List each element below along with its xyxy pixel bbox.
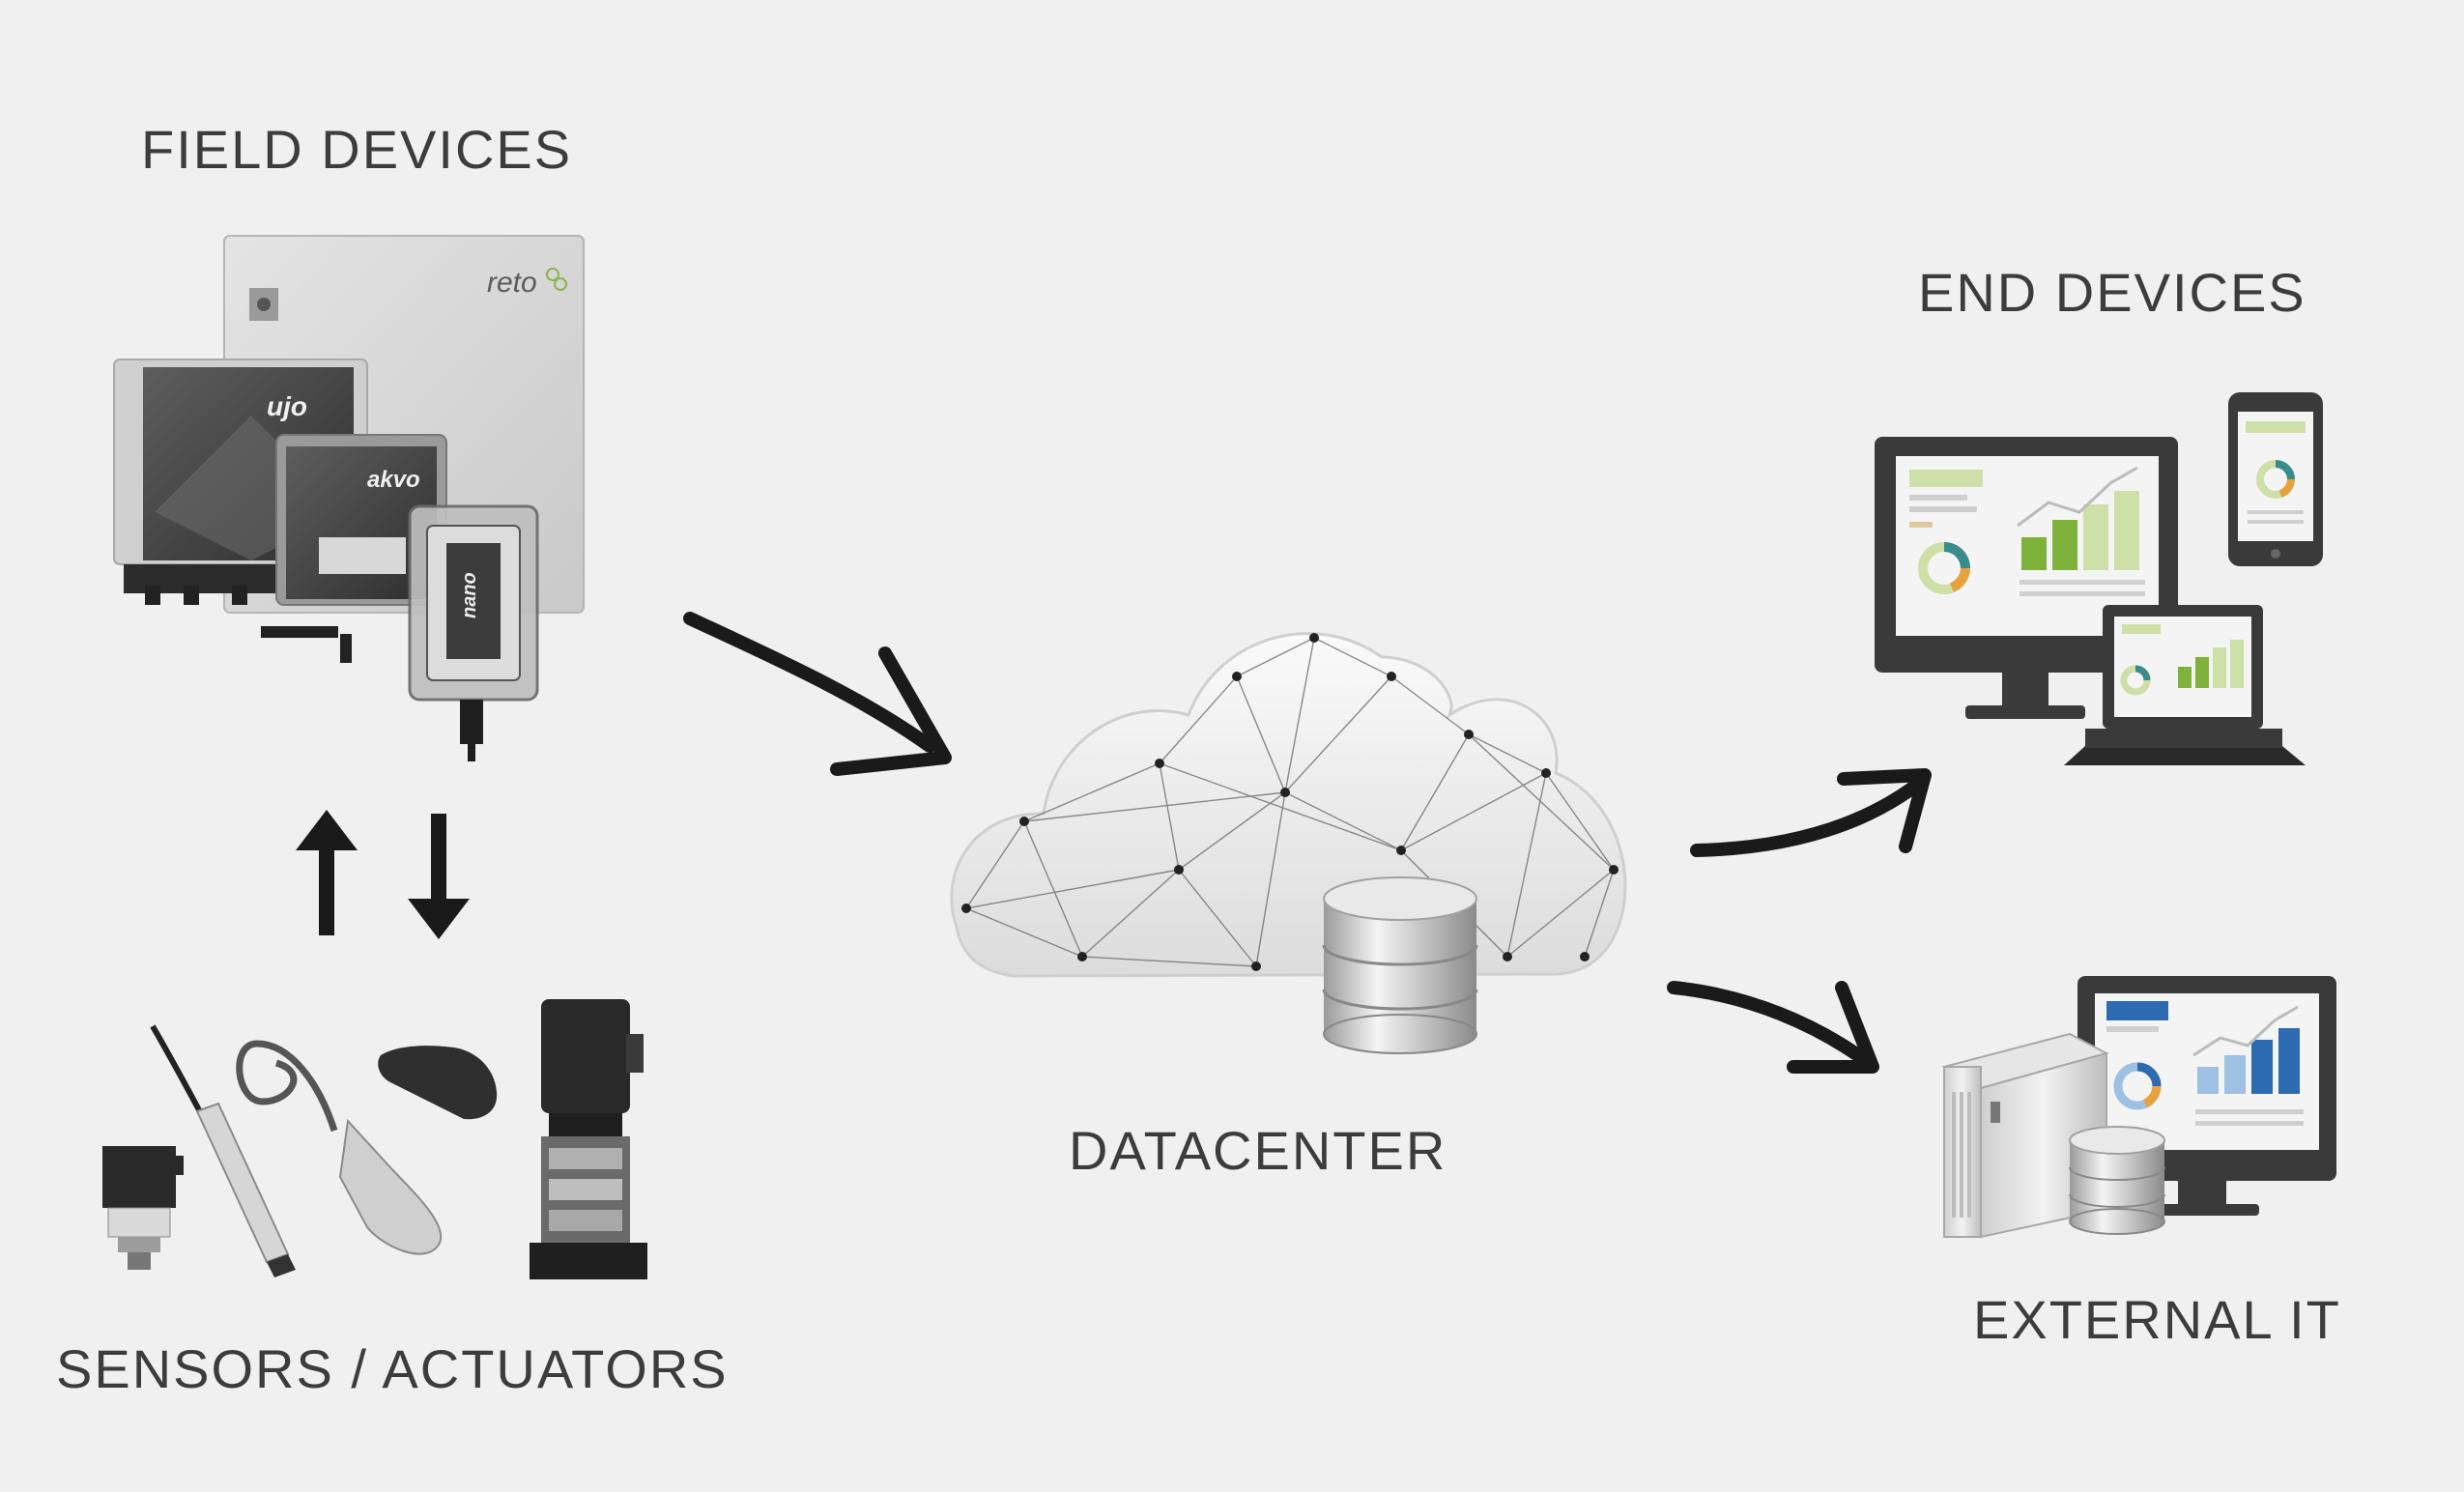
external-database-icon (2069, 1126, 2165, 1235)
sensors-actuators-group (102, 999, 647, 1279)
tablet-icon (2228, 392, 2323, 566)
end-devices-label: END DEVICES (1918, 262, 2306, 323)
radar-sensor-image (378, 1046, 498, 1120)
external-it-group (1941, 976, 2336, 1239)
datacenter-cloud-image (950, 632, 1627, 978)
datacenter-label: DATACENTER (1069, 1120, 1447, 1181)
arrow-datacenter-to-end-devices (1690, 768, 1932, 857)
arrow-datacenter-to-external-it (1667, 981, 1879, 1074)
reto-logo: reto (487, 267, 537, 299)
field-devices-group: reto ujo akvo nano (113, 235, 585, 761)
float-switch-image (236, 1040, 443, 1255)
arrow-field-to-datacenter (683, 612, 952, 776)
sensors-actuators-label: SENSORS / ACTUATORS (56, 1338, 729, 1399)
pump-image (530, 999, 647, 1279)
pressure-sensor-image (102, 1146, 184, 1270)
external-monitor-icon (2077, 976, 2336, 1216)
field-devices-label: FIELD DEVICES (141, 119, 573, 180)
database-icon (1322, 876, 1478, 1054)
level-probe-image (150, 1024, 296, 1277)
nano-controller-image: nano (408, 504, 539, 761)
ujo-logo: ujo (267, 391, 307, 421)
bidirectional-arrows-icon (296, 810, 470, 939)
external-it-label: EXTERNAL IT (1973, 1289, 2341, 1350)
end-devices-group (1875, 392, 2323, 765)
akvo-logo: akvo (367, 467, 420, 493)
nano-logo: nano (459, 572, 480, 618)
laptop-icon (2064, 605, 2306, 765)
